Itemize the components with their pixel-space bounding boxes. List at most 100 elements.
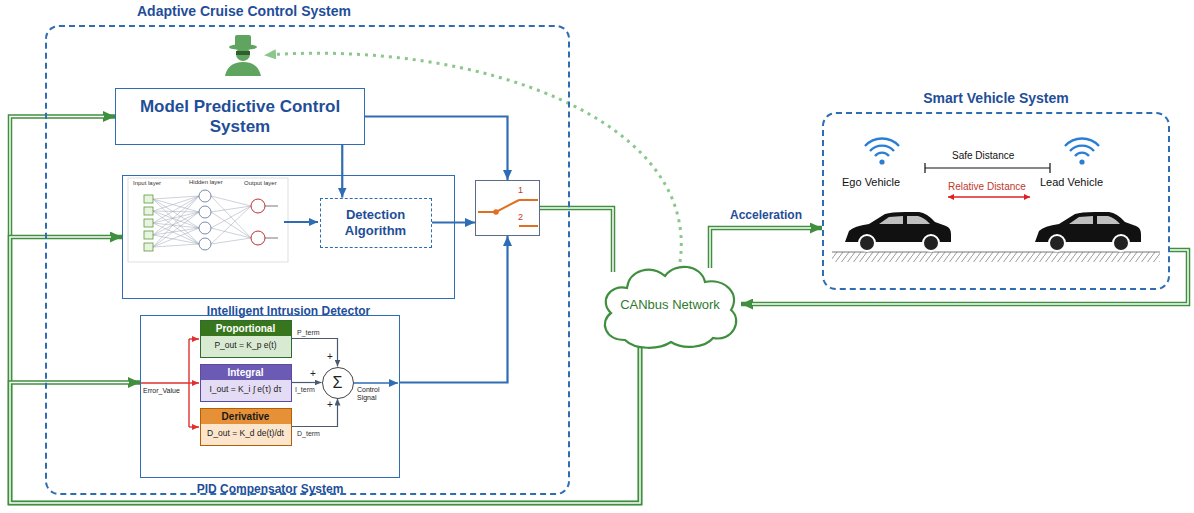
drawing-part <box>199 190 211 250</box>
node-text: 2 <box>518 213 523 222</box>
connector-inner-line <box>10 344 640 503</box>
node-text: CANbus Network <box>620 297 720 312</box>
connector-line <box>365 117 508 181</box>
connector-line <box>540 208 613 272</box>
drawing-part <box>144 195 153 203</box>
connector <box>710 228 822 268</box>
control-signal-wire <box>354 382 398 384</box>
edge-label: Acceleration <box>730 209 802 222</box>
connector <box>342 145 343 198</box>
node-text: D_out = K_d de(t)/dt <box>201 424 291 442</box>
cloud-shape <box>605 267 736 348</box>
annotation-label: Relative Distance <box>948 181 1026 193</box>
connector-inner-line <box>710 228 811 268</box>
annotation-label: Output layer <box>244 180 277 187</box>
annotation-label: Ego Vehicle <box>842 176 900 189</box>
gain-block: IntegralI_out = K_i ∫ e(τ) dτ <box>200 364 292 402</box>
node-text: Smart Vehicle System <box>824 90 1168 106</box>
drawing-part <box>478 200 519 212</box>
drawing-part <box>236 47 250 61</box>
connector <box>292 339 338 367</box>
drawing-part <box>144 243 153 251</box>
connector <box>540 208 613 272</box>
summing-junction: Σ <box>322 367 354 399</box>
drawing-part <box>235 35 251 47</box>
drawing-part <box>925 163 1050 173</box>
drawing-part <box>236 51 250 55</box>
connector-line <box>292 399 338 427</box>
node-text: Model Predictive Control System <box>124 97 356 136</box>
annotation-label: Control Signal <box>357 386 397 402</box>
annotation-label: Safe Distance <box>952 150 1014 162</box>
drawing-part <box>189 338 199 339</box>
drawing-part <box>199 206 211 218</box>
node-text: Derivative <box>201 409 291 424</box>
node-text: Adaptive Cruise Control System <box>137 3 351 19</box>
drawing-part <box>199 222 211 234</box>
attack-dotted-line <box>266 53 681 262</box>
drawing-part <box>948 194 1030 200</box>
drawing-part <box>128 178 288 262</box>
vehicle-system-boundary: Smart Vehicle System <box>822 112 1170 290</box>
error-signal-wires <box>141 339 199 427</box>
process-box: Model Predictive Control System <box>115 88 365 145</box>
connector-line <box>292 382 322 383</box>
connector <box>10 344 640 503</box>
switch-symbol <box>478 200 538 226</box>
connector <box>10 237 640 503</box>
connector-line <box>10 117 640 504</box>
node-text: Proportional <box>201 321 291 336</box>
algorithm-box: Detection Algorithm <box>320 198 432 248</box>
connector <box>400 236 508 383</box>
drawing-part <box>832 252 1160 253</box>
connector-line <box>400 236 508 383</box>
edge-label: P_term <box>297 329 320 337</box>
connector-line <box>341 145 343 198</box>
annotation-label: Lead Vehicle <box>1040 176 1103 189</box>
connector-inner-line <box>10 117 640 504</box>
gain-block: DerivativeD_out = K_d de(t)/dt <box>200 408 292 446</box>
drawing-part <box>284 221 318 223</box>
system-boundary: Adaptive Cruise Control SystemModel Pred… <box>45 25 570 495</box>
connector-line <box>741 250 1188 304</box>
drawing-part <box>251 199 265 213</box>
node-text: Integral <box>201 365 291 380</box>
drawing-part <box>832 252 1160 262</box>
detector-box: Intelligent Intrusion DetectorDetection … <box>122 175 455 299</box>
connector-line <box>10 237 640 503</box>
node-text: Detection Algorithm <box>325 207 427 238</box>
connector <box>10 117 640 504</box>
drawing-part <box>144 231 153 239</box>
drawing-part <box>865 138 899 164</box>
connector-line <box>710 228 822 268</box>
drawing-part <box>189 382 199 383</box>
annotation-label: + <box>310 368 316 380</box>
annotation-label: Error_Value <box>143 387 180 395</box>
drawing-part <box>1065 138 1099 164</box>
drawing-part <box>845 212 951 251</box>
switch-box: 12 <box>475 180 540 236</box>
annotation-label: Hidden layer <box>189 179 223 186</box>
vehicle-scene <box>832 138 1160 262</box>
drawing-part <box>141 382 189 383</box>
edge-label: I_term <box>295 386 315 394</box>
gain-block: ProportionalP_out = K_p e(t) <box>200 320 292 358</box>
drawing-part <box>144 219 153 227</box>
drawing-part <box>144 195 153 251</box>
drawing-part <box>494 210 498 214</box>
node-text: 1 <box>518 186 523 195</box>
drawing-part <box>199 238 211 250</box>
connector <box>292 382 322 383</box>
connector <box>365 117 508 181</box>
annotation-label: + <box>327 399 333 411</box>
annotation-label: + <box>327 351 333 363</box>
connector-line <box>432 221 476 223</box>
connector-inner-line <box>10 237 640 503</box>
drawing-part <box>251 199 265 245</box>
network-cloud: CANbus Network <box>595 258 745 350</box>
connector-inner-line <box>752 250 1188 304</box>
drawing-part <box>225 62 261 76</box>
connector <box>741 250 1188 304</box>
node-text: PID Compensator System <box>141 482 399 496</box>
